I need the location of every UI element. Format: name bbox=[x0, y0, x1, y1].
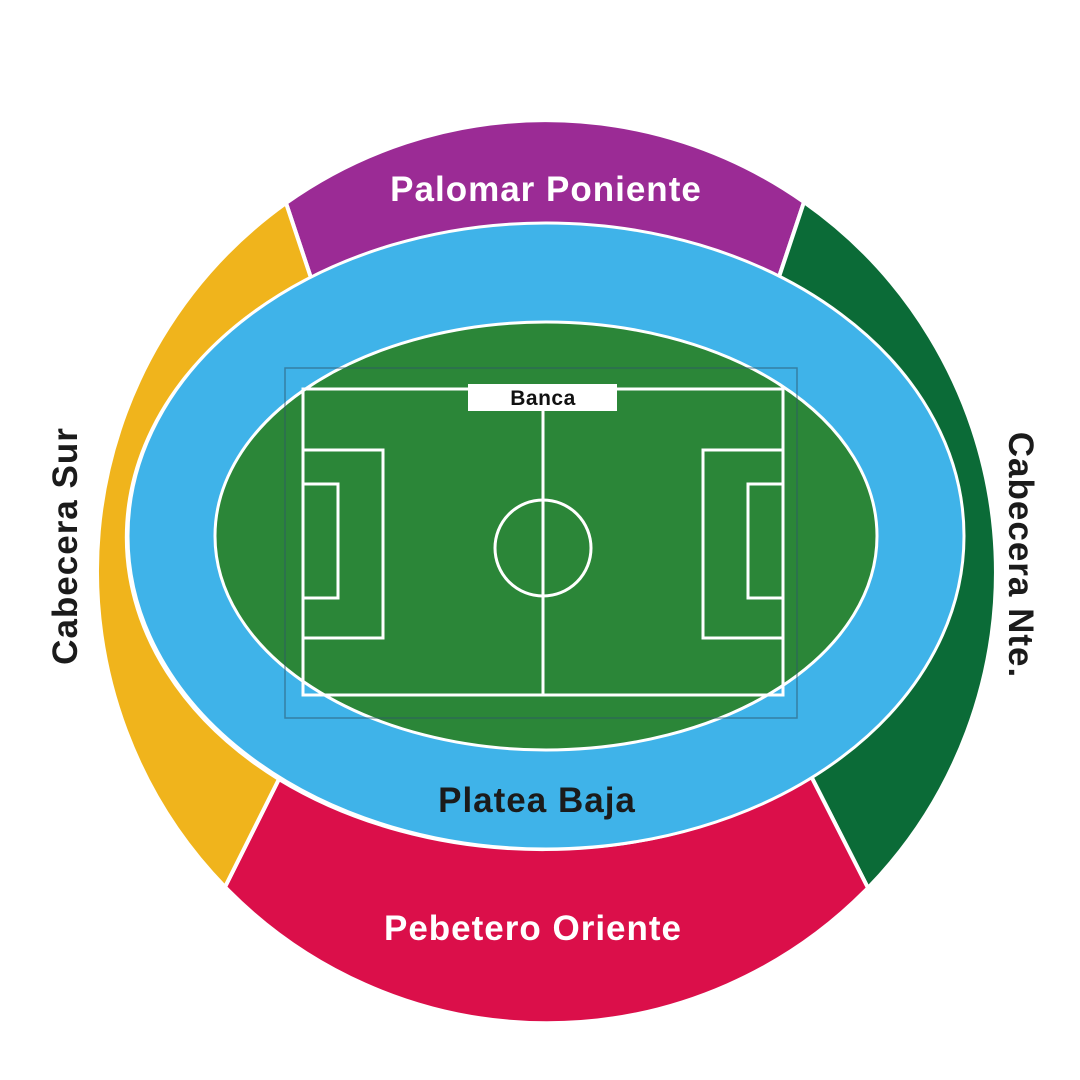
label-platea-baja: Platea Baja bbox=[438, 781, 636, 820]
goal-area-right bbox=[746, 482, 785, 600]
label-pebetero-oriente: Pebetero Oriente bbox=[384, 909, 682, 948]
goal-area-left bbox=[301, 482, 340, 600]
banca-label: Banca bbox=[510, 387, 576, 410]
pitch-markings bbox=[301, 387, 785, 697]
center-circle bbox=[493, 498, 593, 598]
field-ellipse bbox=[213, 320, 879, 752]
label-palomar-poniente: Palomar Poniente bbox=[390, 170, 702, 209]
label-cabecera-sur: Cabecera Sur bbox=[46, 427, 85, 665]
banca-box bbox=[468, 384, 617, 411]
label-cabecera-norte: Cabecera Nte. bbox=[1001, 432, 1040, 678]
turf-rect bbox=[284, 367, 798, 719]
